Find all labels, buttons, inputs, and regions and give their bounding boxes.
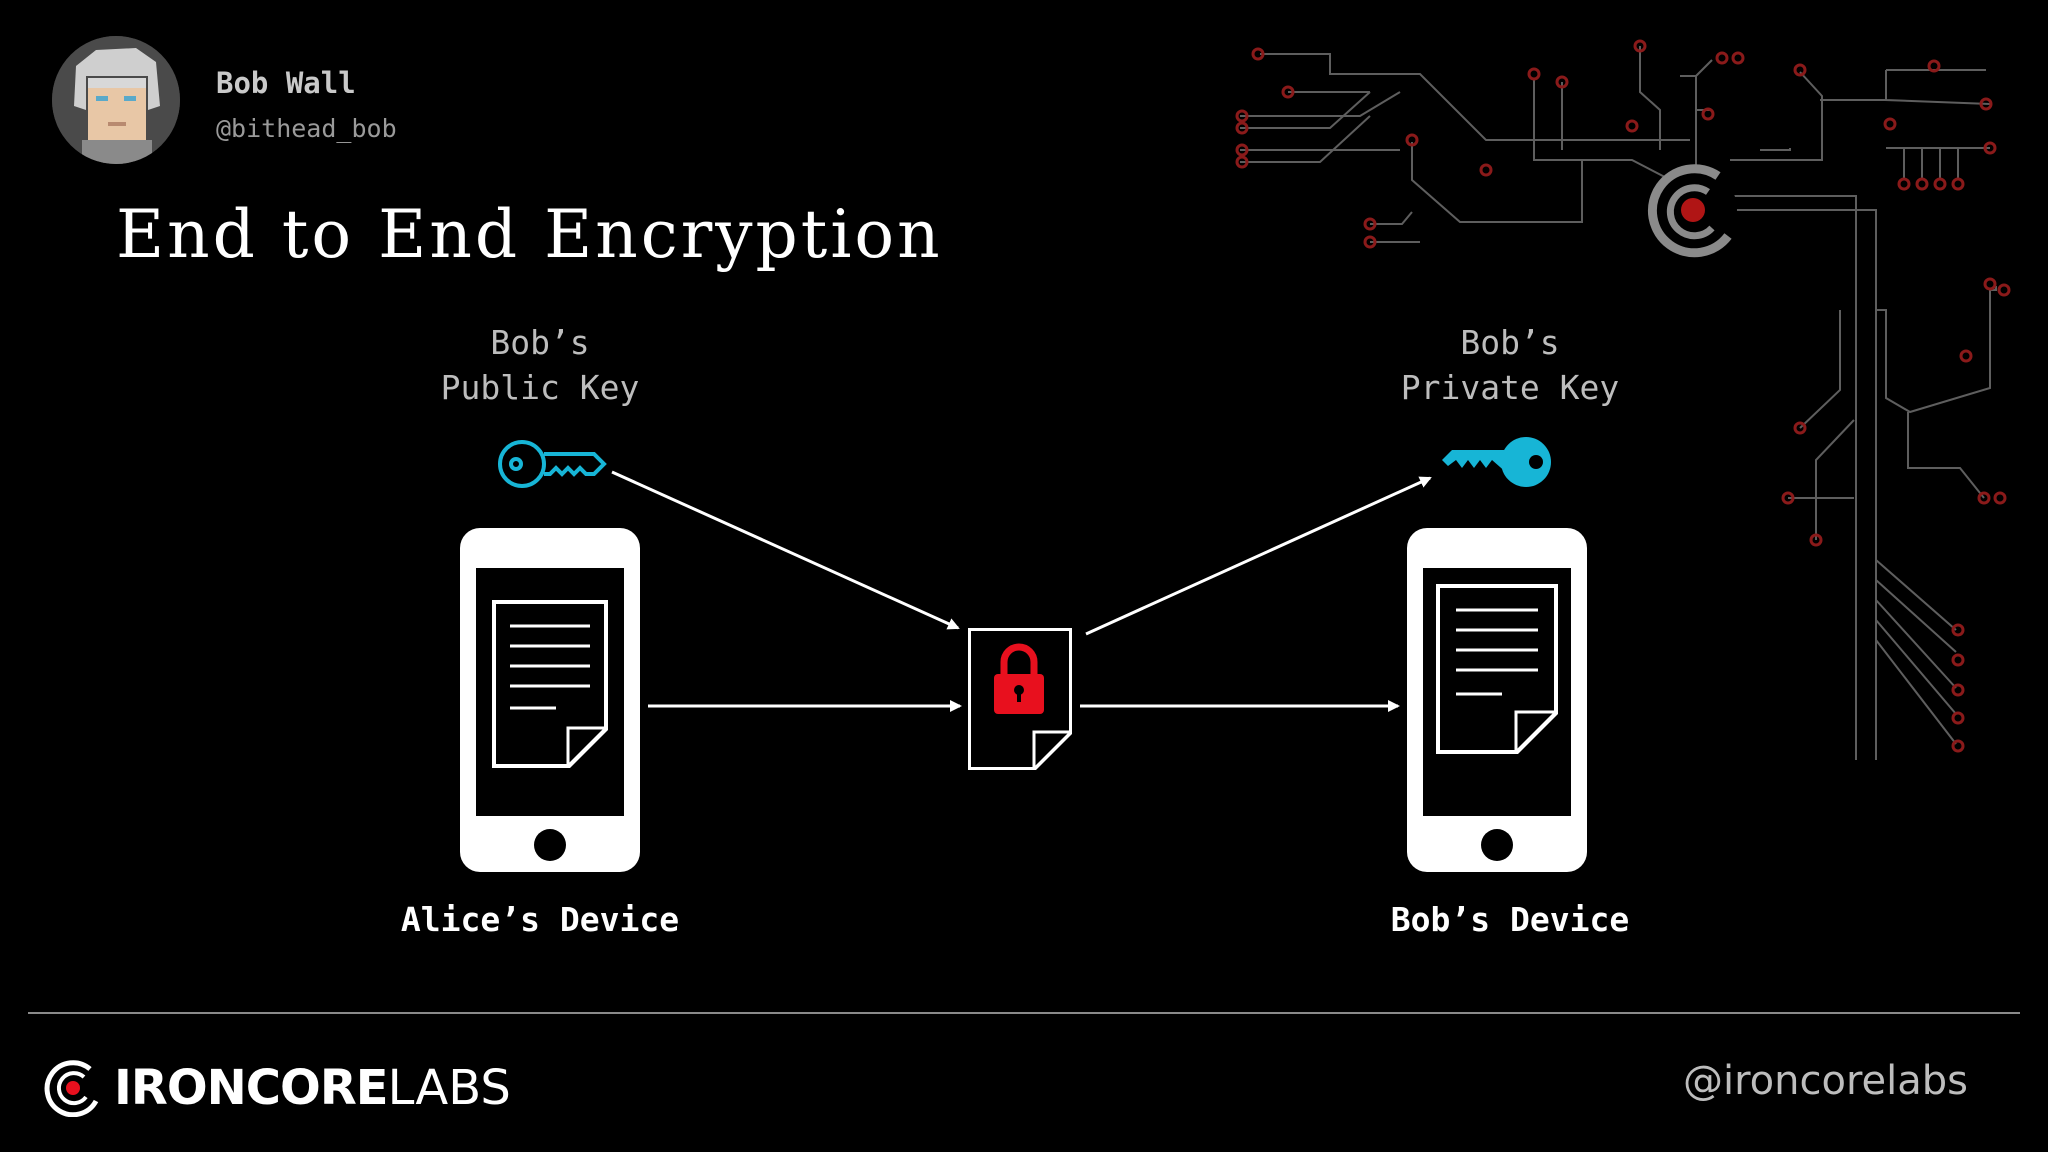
private-key-icon bbox=[1442, 437, 1551, 487]
public-key-label: Bob’s Public Key bbox=[380, 320, 700, 410]
arrow-encrypted-doc-to-private-key bbox=[1085, 476, 1432, 636]
circuit-hub-icon bbox=[1647, 164, 1737, 258]
lock-icon bbox=[994, 643, 1044, 714]
private-key-label-line-2: Private Key bbox=[1400, 368, 1620, 407]
arrows bbox=[611, 470, 1432, 712]
footer-divider bbox=[28, 1012, 2020, 1014]
public-key-icon bbox=[498, 440, 607, 488]
speaker-handle: @bithead_bob bbox=[216, 114, 397, 143]
brand-name-light: LABS bbox=[387, 1060, 511, 1116]
bob-device-label: Bob’s Device bbox=[1390, 900, 1630, 939]
private-key-label: Bob’s Private Key bbox=[1350, 320, 1670, 410]
brand-name-bold: IRONCORE bbox=[114, 1060, 389, 1116]
private-key-label-line-1: Bob’s bbox=[1460, 323, 1560, 362]
slide-title: End to End Encryption bbox=[116, 196, 943, 273]
bob-phone-icon bbox=[1407, 528, 1587, 872]
arrow-public-key-to-encrypted-doc bbox=[611, 470, 960, 630]
public-key-label-line-2: Public Key bbox=[440, 368, 640, 407]
ironcore-labs-logo: IRONCORE LABS bbox=[44, 1056, 511, 1120]
public-key-label-line-1: Bob’s bbox=[490, 323, 590, 362]
document-icon bbox=[492, 600, 608, 768]
social-handle: @ironcorelabs bbox=[1683, 1058, 1968, 1104]
document-icon bbox=[1436, 584, 1558, 754]
speaker-name: Bob Wall bbox=[216, 66, 356, 100]
encrypted-document-icon bbox=[968, 628, 1072, 770]
alice-device-label: Alice’s Device bbox=[400, 900, 680, 939]
alice-phone-icon bbox=[460, 528, 640, 872]
ironcore-logo-icon bbox=[44, 1060, 99, 1117]
